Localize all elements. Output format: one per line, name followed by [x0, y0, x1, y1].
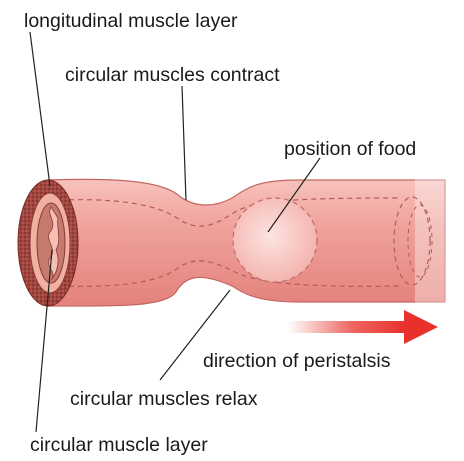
peristalsis-arrow — [288, 310, 438, 344]
tube-fade-right — [415, 178, 455, 304]
label-direction-of-peristalsis: direction of peristalsis — [203, 350, 391, 372]
leader-longitudinal — [30, 32, 50, 186]
leader-contract — [182, 86, 186, 200]
label-position-of-food: position of food — [284, 138, 416, 160]
cross-section — [18, 180, 78, 306]
label-circular-muscle-layer: circular muscle layer — [30, 434, 208, 456]
label-longitudinal-muscle-layer: longitudinal muscle layer — [24, 10, 238, 32]
label-circular-muscles-relax: circular muscles relax — [70, 388, 258, 410]
food-bolus — [233, 198, 317, 282]
label-circular-muscles-contract: circular muscles contract — [65, 64, 280, 86]
